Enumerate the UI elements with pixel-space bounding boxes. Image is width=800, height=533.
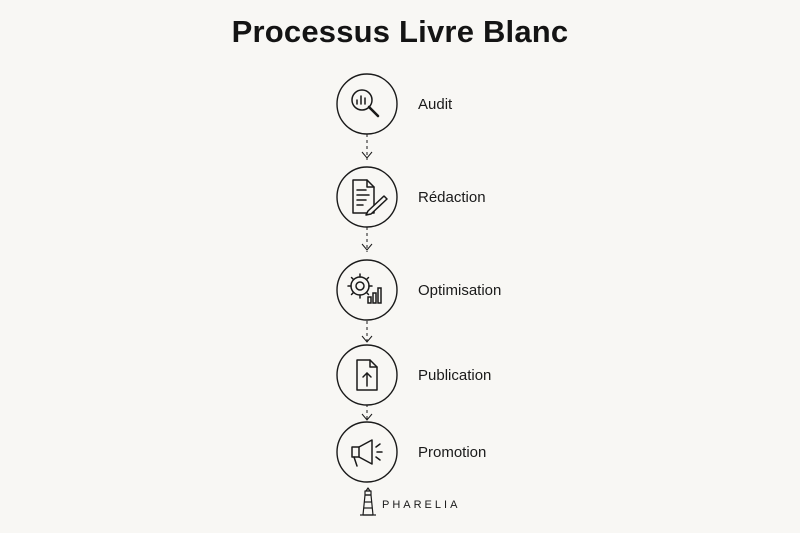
gear-chart-icon bbox=[347, 273, 382, 304]
step-circle bbox=[336, 421, 398, 483]
step-label: Audit bbox=[418, 96, 453, 113]
connector-3 bbox=[361, 321, 373, 344]
step-label: Promotion bbox=[418, 444, 486, 461]
step-publication: Publication bbox=[336, 344, 491, 406]
page-title: Processus Livre Blanc bbox=[231, 14, 569, 49]
step-optimisation: Optimisation bbox=[336, 259, 501, 321]
megaphone-icon bbox=[351, 439, 383, 467]
step-circle bbox=[336, 166, 398, 228]
step-label: Publication bbox=[418, 367, 491, 384]
lighthouse-icon bbox=[360, 487, 376, 516]
step-circle bbox=[336, 73, 398, 135]
step-promotion: Promotion bbox=[336, 421, 486, 483]
connector-4 bbox=[361, 404, 373, 422]
magnifier-chart-icon bbox=[351, 89, 380, 118]
step-redaction: Rédaction bbox=[336, 166, 486, 228]
connector-1 bbox=[361, 134, 373, 160]
brand-name: PHARELIA bbox=[382, 499, 461, 511]
connector-2 bbox=[361, 227, 373, 252]
step-circle bbox=[336, 259, 398, 321]
document-pen-icon bbox=[352, 179, 388, 216]
step-label: Rédaction bbox=[418, 189, 486, 206]
step-label: Optimisation bbox=[418, 282, 501, 299]
step-audit: Audit bbox=[336, 73, 453, 135]
file-upload-icon bbox=[356, 359, 378, 391]
